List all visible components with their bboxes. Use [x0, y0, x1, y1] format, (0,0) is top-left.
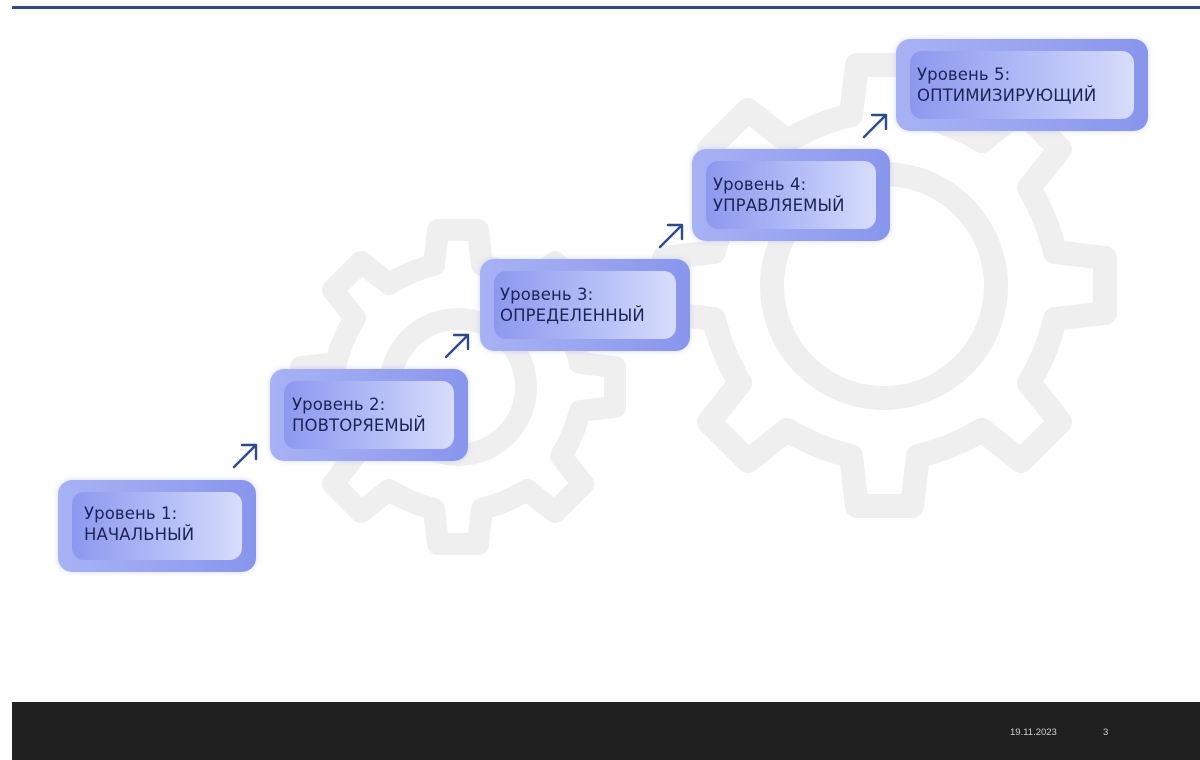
level-2-name: ПОВТОРЯЕМЫЙ [292, 416, 426, 435]
arrow-up-right-icon [444, 333, 470, 359]
level-5-name: ОПТИМИЗИРУЮЩИЙ [917, 86, 1097, 105]
level-1-name: НАЧАЛЬНЫЙ [84, 525, 195, 544]
level-3-name: ОПРЕДЕЛЕННЫЙ [500, 306, 645, 325]
level-1-card: Уровень 1: НАЧАЛЬНЫЙ [58, 480, 256, 572]
level-2-card-inner [284, 381, 454, 449]
level-1-title: Уровень 1: [84, 504, 178, 523]
slide-canvas: Уровень 1: НАЧАЛЬНЫЙ Уровень 2: ПОВТОРЯЕ… [12, 0, 1200, 702]
arrow-up-right-icon [862, 113, 888, 139]
level-4-name: УПРАВЛЯЕМЫЙ [713, 196, 845, 215]
level-1-card-inner [72, 492, 242, 560]
page-number: 3 [1103, 727, 1109, 738]
window-edge [0, 0, 12, 702]
footer-date: 19.11.2023 [1010, 727, 1057, 738]
level-2-label: Уровень 2: ПОВТОРЯЕМЫЙ [292, 394, 462, 436]
level-4-card: Уровень 4: УПРАВЛЯЕМЫЙ [692, 149, 890, 241]
level-3-card: Уровень 3: ОПРЕДЕЛЕННЫЙ [480, 259, 690, 351]
level-3-label: Уровень 3: ОПРЕДЕЛЕННЫЙ [500, 284, 684, 326]
level-4-label: Уровень 4: УПРАВЛЯЕМЫЙ [713, 174, 884, 216]
top-rule-divider [12, 6, 1200, 9]
level-4-title: Уровень 4: [713, 175, 807, 194]
level-2-card: Уровень 2: ПОВТОРЯЕМЫЙ [270, 369, 468, 461]
level-3-title: Уровень 3: [500, 285, 594, 304]
arrow-up-right-icon [232, 443, 258, 469]
level-3-card-inner [494, 271, 676, 339]
level-5-card-inner [910, 51, 1134, 119]
level-5-label: Уровень 5: ОПТИМИЗИРУЮЩИЙ [917, 64, 1142, 106]
level-2-title: Уровень 2: [292, 395, 386, 414]
arrow-up-right-icon [658, 223, 684, 249]
slide-footer: 19.11.2023 3 [12, 702, 1200, 760]
level-1-label: Уровень 1: НАЧАЛЬНЫЙ [84, 503, 250, 545]
level-5-card: Уровень 5: ОПТИМИЗИРУЮЩИЙ [896, 39, 1148, 131]
level-5-title: Уровень 5: [917, 65, 1011, 84]
level-4-card-inner [706, 161, 876, 229]
